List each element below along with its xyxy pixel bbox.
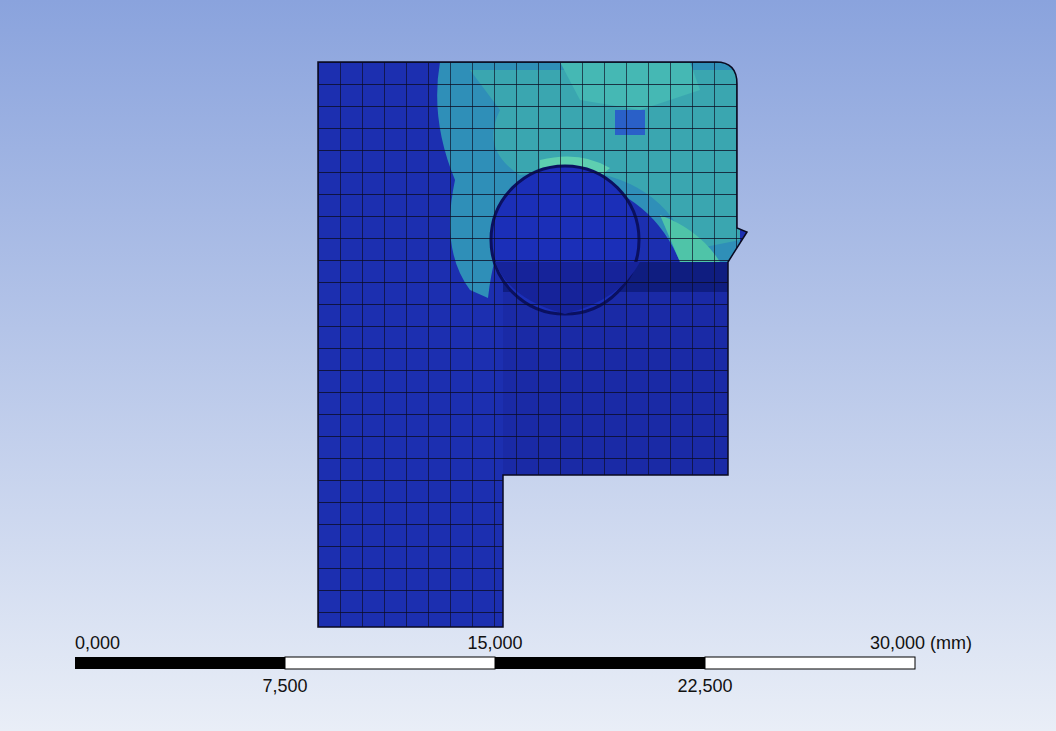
scale-label: 7,500 (262, 677, 307, 695)
scale-bar (75, 657, 915, 669)
scale-label: 15,000 (467, 634, 522, 652)
scale-label: 0,000 (75, 634, 120, 652)
scale-label: 22,500 (677, 677, 732, 695)
meshed-section (300, 50, 760, 650)
scale-label: 30,000 (mm) (870, 634, 972, 652)
